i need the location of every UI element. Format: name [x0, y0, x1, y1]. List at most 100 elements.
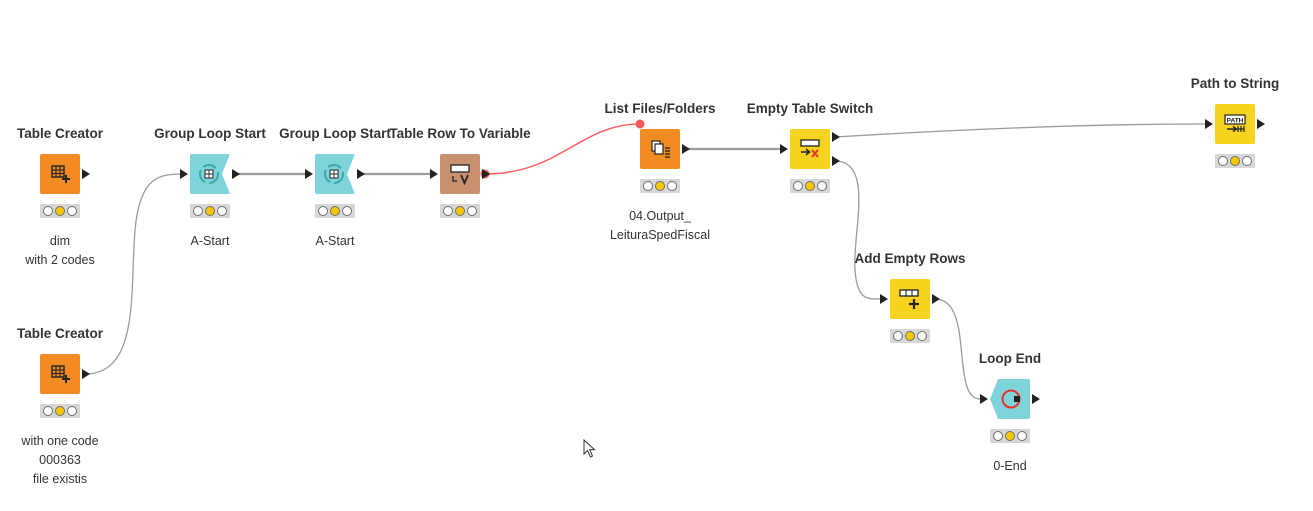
status-light-red — [793, 181, 803, 191]
table-creator-2-node[interactable] — [40, 354, 80, 394]
output-port-bottom[interactable] — [832, 156, 840, 166]
output-port[interactable] — [482, 169, 490, 179]
node-status-traffic-light — [40, 404, 80, 418]
status-light-red — [443, 206, 453, 216]
status-light-green — [917, 331, 927, 341]
status-light-green — [667, 181, 677, 191]
node-title[interactable]: Group Loop Start — [279, 126, 391, 141]
status-light-green — [67, 406, 77, 416]
output-port[interactable] — [232, 169, 240, 179]
node-status-traffic-light — [640, 179, 680, 193]
list-files-icon — [651, 140, 670, 158]
input-port[interactable] — [980, 394, 988, 404]
status-light-yellow — [805, 181, 815, 191]
status-light-yellow — [55, 206, 65, 216]
node-status-traffic-light — [790, 179, 830, 193]
variable-in-port-listfiles[interactable] — [635, 119, 645, 129]
loop-end-icon — [1001, 389, 1021, 409]
connection-emptyswitch-to-pathstring[interactable] — [834, 123, 1206, 138]
node-annotation[interactable]: 04.Output_ LeituraSpedFiscal — [609, 209, 711, 242]
output-port-top[interactable] — [832, 132, 840, 142]
input-port[interactable] — [880, 294, 888, 304]
node-annotation[interactable]: dim with 2 codes — [25, 234, 95, 267]
input-port[interactable] — [180, 169, 188, 179]
node-title[interactable]: Path to String — [1190, 76, 1280, 91]
status-light-yellow — [1005, 431, 1015, 441]
table-plus-icon — [51, 365, 70, 383]
empty-table-switch-node[interactable] — [790, 129, 830, 169]
status-light-green — [467, 206, 477, 216]
node-annotation[interactable]: with one code 000363 file existis — [21, 434, 99, 486]
status-light-yellow — [55, 406, 65, 416]
list-files-folders-node[interactable] — [640, 129, 680, 169]
status-light-green — [1242, 156, 1252, 166]
output-port[interactable] — [82, 369, 90, 379]
table-creator-1-node[interactable] — [40, 154, 80, 194]
status-light-red — [893, 331, 903, 341]
node-title[interactable]: Loop End — [978, 351, 1042, 366]
status-light-red — [43, 406, 53, 416]
status-light-red — [193, 206, 203, 216]
node-title[interactable]: Add Empty Rows — [854, 251, 966, 266]
status-light-green — [817, 181, 827, 191]
connection-emptyswitch-to-addrows[interactable] — [834, 160, 881, 300]
status-light-red — [318, 206, 328, 216]
add-empty-rows-icon — [899, 289, 919, 309]
node-title[interactable]: Group Loop Start — [154, 126, 266, 141]
status-light-red — [643, 181, 653, 191]
input-port[interactable] — [430, 169, 438, 179]
input-port[interactable] — [780, 144, 788, 154]
status-light-red — [1218, 156, 1228, 166]
empty-table-switch-icon — [800, 139, 820, 158]
status-light-yellow — [655, 181, 665, 191]
status-light-green — [1017, 431, 1027, 441]
svg-text:PATH: PATH — [1227, 117, 1244, 124]
node-annotation[interactable]: 0-End — [993, 459, 1027, 473]
node-status-traffic-light — [990, 429, 1030, 443]
input-port[interactable] — [1205, 119, 1213, 129]
status-light-yellow — [905, 331, 915, 341]
status-light-red — [43, 206, 53, 216]
node-status-traffic-light — [440, 204, 480, 218]
status-light-red — [993, 431, 1003, 441]
input-port[interactable] — [305, 169, 313, 179]
table-row-to-variable-node[interactable] — [440, 154, 480, 194]
node-title[interactable]: Empty Table Switch — [746, 101, 874, 116]
connection-addrows-to-loopend[interactable] — [934, 298, 981, 400]
loop-end-node[interactable] — [990, 379, 1030, 419]
output-port[interactable] — [82, 169, 90, 179]
output-port[interactable] — [1032, 394, 1040, 404]
node-annotation[interactable]: A-Start — [190, 234, 230, 248]
output-port[interactable] — [1257, 119, 1265, 129]
output-port[interactable] — [357, 169, 365, 179]
row-to-variable-icon — [450, 164, 470, 186]
connection-creator2-to-loopstart1[interactable] — [84, 173, 186, 375]
output-port[interactable] — [932, 294, 940, 304]
path-to-string-icon: PATH — [1224, 114, 1246, 133]
node-status-traffic-light — [190, 204, 230, 218]
status-light-yellow — [1230, 156, 1240, 166]
loop-start-icon — [324, 164, 344, 184]
status-light-green — [217, 206, 227, 216]
connection-rowtovar-to-listfiles-variable[interactable] — [484, 123, 641, 175]
node-title[interactable]: Table Row To Variable — [389, 126, 531, 141]
status-light-yellow — [330, 206, 340, 216]
node-title[interactable]: List Files/Folders — [604, 101, 716, 116]
node-title[interactable]: Table Creator — [16, 126, 104, 141]
status-light-green — [342, 206, 352, 216]
table-plus-icon — [51, 165, 70, 183]
path-to-string-node[interactable]: PATH — [1215, 104, 1255, 144]
status-light-yellow — [205, 206, 215, 216]
add-empty-rows-node[interactable] — [890, 279, 930, 319]
node-annotation[interactable]: A-Start — [315, 234, 355, 248]
node-status-traffic-light — [40, 204, 80, 218]
node-title[interactable]: Table Creator — [16, 326, 104, 341]
mouse-cursor-icon — [583, 439, 596, 458]
loop-start-icon — [199, 164, 219, 184]
node-status-traffic-light — [890, 329, 930, 343]
status-light-yellow — [455, 206, 465, 216]
node-status-traffic-light — [1215, 154, 1255, 168]
node-status-traffic-light — [315, 204, 355, 218]
output-port[interactable] — [682, 144, 690, 154]
